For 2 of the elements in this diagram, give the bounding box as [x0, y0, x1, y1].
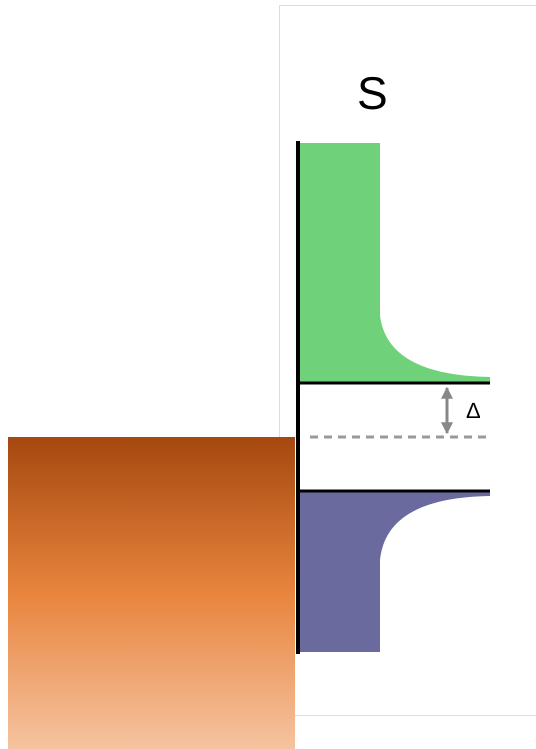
superconductor-label: S: [357, 70, 388, 116]
gap-label: Δ: [466, 400, 481, 422]
